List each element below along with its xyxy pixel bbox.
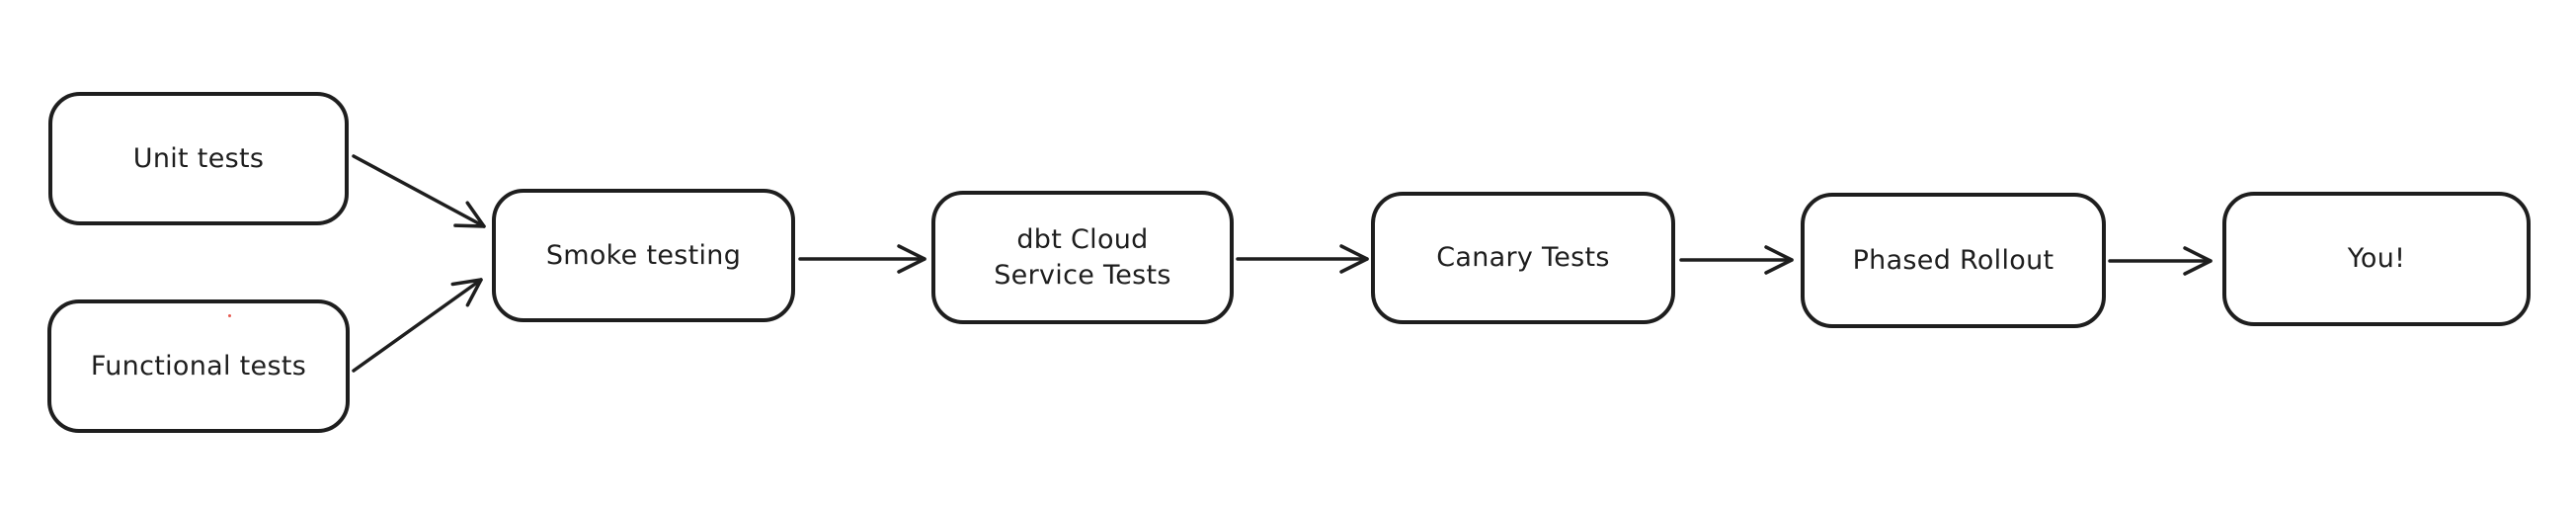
node-you: You!: [2222, 192, 2531, 326]
node-phased-rollout: Phased Rollout: [1801, 193, 2106, 328]
node-dbt-cloud-service-tests-label: dbt Cloud Service Tests: [994, 223, 1171, 291]
edge-unit-tests-to-smoke-testing: [352, 154, 486, 228]
node-functional-tests: Functional tests: [47, 299, 350, 433]
node-you-label: You!: [2347, 243, 2406, 274]
red-speck-artifact: [228, 314, 231, 317]
node-smoke-testing: Smoke testing: [492, 189, 795, 322]
edge-functional-tests-to-smoke-testing: [352, 278, 483, 373]
node-smoke-testing-label: Smoke testing: [545, 239, 742, 271]
node-dbt-cloud-service-tests: dbt Cloud Service Tests: [931, 191, 1234, 324]
node-unit-tests-label: Unit tests: [132, 142, 265, 174]
node-canary-tests: Canary Tests: [1371, 192, 1675, 324]
node-phased-rollout-label: Phased Rollout: [1852, 244, 2054, 276]
node-functional-tests-label: Functional tests: [90, 350, 307, 382]
node-canary-tests-label: Canary Tests: [1436, 242, 1610, 273]
node-unit-tests: Unit tests: [48, 92, 349, 225]
